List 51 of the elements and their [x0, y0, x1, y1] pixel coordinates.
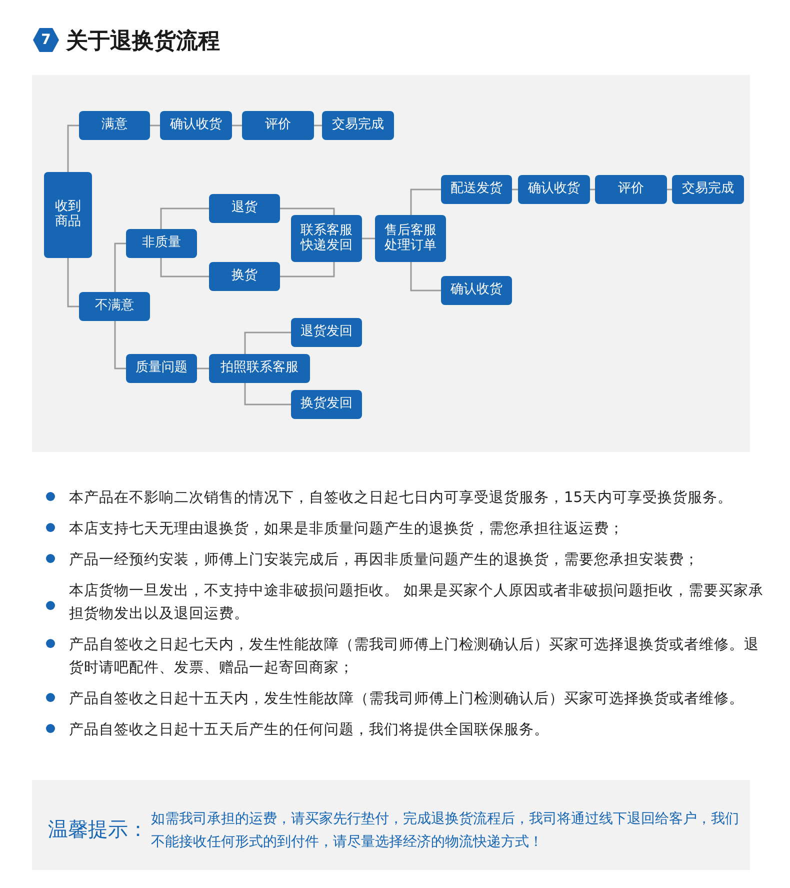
policy-text: 本店货物一旦发出，不支持中途非破损问题拒收。 如果是买家个人原因或者非破损问题拒收，需要买家承担货物发出以及退回运费。 — [69, 582, 764, 624]
connector-line — [197, 368, 209, 370]
process-box: 确认收货 — [160, 111, 232, 140]
policy-text: 产品自签收之日起七天内，发生性能故障（需我司师傅上门检测确认后）买家可选择退换货或者维修。退货时请吧配件、发票、赠品一起寄回商家； — [69, 636, 760, 678]
connector-line — [410, 262, 441, 292]
connector-line — [280, 262, 335, 278]
policy-text: 产品自签收之日起十五天后产生的任何问题，我们将提供全国联保服务。 — [69, 720, 549, 740]
process-box: 换货 — [209, 262, 280, 291]
connector-line — [150, 124, 160, 126]
connector-line — [590, 188, 595, 190]
tip-heading: 温馨提示： — [48, 816, 148, 843]
connector-line — [67, 124, 79, 172]
title: 关于退换货流程 — [66, 28, 220, 56]
tip-text: 如需我司承担的运费，请买家先行垫付，完成退换货流程后，我司将通过线下退回给客户，我们不能接收任何形式的到付件，请尽量选择经济的物流快递方式！ — [151, 810, 740, 852]
process-box: 退货发回 — [291, 318, 362, 347]
process-box: 收到商品 — [44, 172, 92, 258]
connector-line — [410, 188, 441, 215]
step-number: 7 — [33, 28, 59, 52]
connector-line — [314, 124, 322, 126]
connector-line — [280, 208, 335, 215]
connector-line — [67, 258, 79, 308]
process-box: 配送发货 — [441, 175, 512, 204]
process-box: 确认收货 — [518, 175, 590, 204]
connector-line — [114, 242, 126, 292]
process-box: 拍照联系客服 — [209, 354, 310, 383]
connector-line — [244, 332, 291, 354]
process-box: 交易完成 — [672, 175, 744, 204]
connector-line — [244, 383, 291, 406]
process-box: 交易完成 — [322, 111, 394, 140]
connector-line — [667, 188, 672, 190]
process-box: 售后客服处理订单 — [375, 215, 446, 262]
process-box: 质量问题 — [126, 354, 197, 383]
process-box: 联系客服快递发回 — [291, 215, 362, 262]
process-box: 退货 — [209, 194, 280, 223]
process-box: 不满意 — [79, 292, 150, 321]
process-box: 评价 — [242, 111, 314, 140]
process-box: 非质量 — [126, 229, 197, 258]
policy-text: 产品一经预约安装，师傅上门安装完成后，再因非质量问题产生的退换货，需要您承担安装费； — [69, 550, 699, 570]
connector-line — [160, 208, 209, 229]
connector-line — [232, 124, 242, 126]
policy-text: 产品自签收之日起十五天内，发生性能故障（需我司师傅上门检测确认后）买家可选择换货或者维修。 — [69, 690, 744, 709]
process-box: 满意 — [79, 111, 150, 140]
policy-text: 本店支持七天无理由退换货，如果是非质量问题产生的退换货，需您承担往返运费； — [69, 520, 624, 539]
connector-line — [114, 321, 126, 370]
connector-line — [362, 238, 375, 240]
connector-line — [512, 188, 518, 190]
connector-line — [160, 258, 209, 278]
process-box: 评价 — [595, 175, 667, 204]
policy-text: 本产品在不影响二次销售的情况下，自签收之日起七日内可享受退货服务，15天内可享受换货服务。 — [69, 488, 732, 508]
process-box: 确认收货 — [441, 276, 512, 305]
process-box: 换货发回 — [291, 390, 362, 419]
